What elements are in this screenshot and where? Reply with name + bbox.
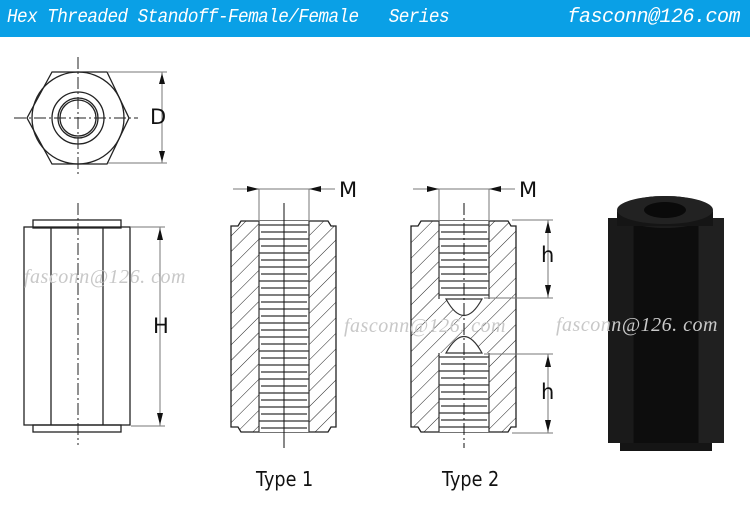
dimension-m-type1-label: M	[339, 178, 358, 202]
hex-end-view	[14, 57, 138, 176]
hex-side-view	[23, 203, 131, 445]
dimension-m-type2-label: M	[519, 178, 538, 202]
type1-section	[230, 203, 337, 448]
dimension-h-total	[131, 226, 165, 427]
contact-email: fasconn@126.com	[567, 6, 740, 29]
header-bar: Hex Threaded Standoff-Female/Female Seri…	[0, 0, 750, 37]
type2-label: Type 2	[442, 467, 500, 491]
dimension-d	[108, 71, 167, 164]
series-title: Hex Threaded Standoff-Female/Female Seri…	[7, 6, 450, 28]
dimension-h-label: H	[153, 314, 169, 338]
watermark: fasconn@126. com	[344, 315, 506, 337]
watermark: fasconn@126. com	[556, 314, 718, 336]
watermark: fasconn@126. com	[24, 266, 186, 288]
black-hex-standoff-render	[608, 196, 724, 451]
type1-label: Type 1	[256, 467, 314, 491]
dimension-h-lower-label: h	[541, 380, 555, 404]
dimension-d-label: D	[150, 105, 167, 129]
type2-section	[410, 203, 517, 448]
dimension-m-type2	[413, 186, 515, 221]
dimension-h-lower	[484, 353, 553, 434]
dimension-m-type1	[233, 186, 335, 221]
dimension-h-upper	[484, 219, 553, 299]
dimension-h-upper-label: h	[541, 243, 555, 267]
